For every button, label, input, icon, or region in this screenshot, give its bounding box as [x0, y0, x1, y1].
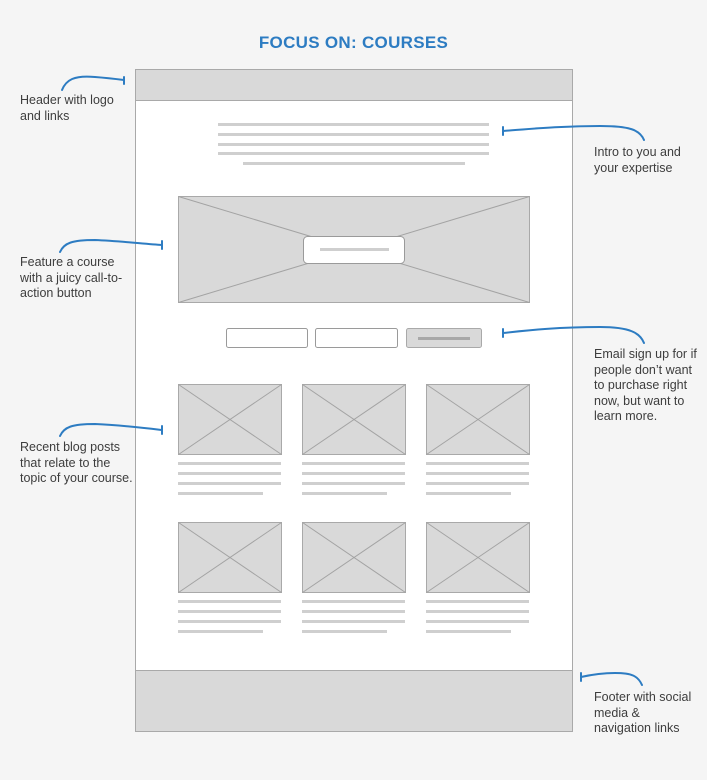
text-line	[302, 630, 387, 633]
wireframe-header	[135, 69, 573, 101]
text-line	[426, 472, 529, 475]
text-line	[243, 162, 465, 165]
annotation-blog: Recent blog posts that relate to the top…	[20, 440, 133, 485]
text-line	[426, 492, 511, 495]
placeholder-cross	[426, 522, 530, 593]
blog-post-card	[178, 384, 282, 495]
annotation-header: Header with logo and links	[20, 93, 114, 123]
text-line	[178, 620, 281, 623]
text-line	[302, 610, 405, 613]
email-submit-label	[418, 337, 470, 340]
text-line	[218, 152, 489, 155]
text-line	[178, 600, 281, 603]
text-line	[302, 492, 387, 495]
cta-button-label	[320, 248, 389, 251]
text-line	[426, 630, 511, 633]
text-line	[426, 482, 529, 485]
text-line	[426, 462, 529, 465]
text-line	[302, 472, 405, 475]
arrow-blog	[59, 422, 163, 437]
text-line	[218, 143, 489, 146]
arrow-header	[61, 75, 125, 91]
placeholder-cross	[178, 384, 282, 455]
text-line	[218, 123, 489, 126]
wireframe-email-signup	[226, 328, 482, 348]
placeholder-cross	[178, 522, 282, 593]
text-line	[302, 482, 405, 485]
arrow-intro	[502, 124, 645, 141]
wireframe-feature-image	[178, 196, 530, 303]
annotation-arrows	[59, 75, 645, 686]
placeholder-cross	[302, 522, 406, 593]
annotation-intro: Intro to you and your expertise	[594, 145, 681, 175]
email-address-field	[315, 328, 398, 348]
placeholder-cross	[302, 384, 406, 455]
text-line	[302, 600, 405, 603]
annotation-feature: Feature a course with a juicy call-to- a…	[20, 255, 123, 300]
text-line	[426, 600, 529, 603]
annotation-footer: Footer with social media & navigation li…	[594, 690, 692, 735]
arrow-footer	[580, 671, 643, 686]
text-line	[178, 630, 263, 633]
wireframe-footer	[135, 670, 573, 732]
wireframe-intro-text	[218, 123, 489, 165]
blog-post-card	[302, 384, 406, 495]
text-line	[178, 610, 281, 613]
text-line	[426, 610, 529, 613]
text-line	[302, 462, 405, 465]
text-line	[178, 462, 281, 465]
text-line	[302, 620, 405, 623]
blog-post-card	[426, 384, 530, 495]
arrow-email	[502, 325, 645, 344]
blog-post-card	[302, 522, 406, 633]
text-line	[178, 482, 281, 485]
email-name-field	[226, 328, 308, 348]
text-line	[426, 620, 529, 623]
text-line	[178, 492, 263, 495]
text-line	[218, 133, 489, 136]
blog-post-card	[178, 522, 282, 633]
page-title: FOCUS ON: COURSES	[258, 33, 449, 52]
annotation-email: Email sign up for if people don’t want t…	[594, 347, 697, 423]
text-line	[178, 472, 281, 475]
placeholder-cross	[426, 384, 530, 455]
blog-post-card	[426, 522, 530, 633]
arrow-feature	[59, 238, 163, 253]
wireframe-blog-grid	[178, 384, 530, 633]
